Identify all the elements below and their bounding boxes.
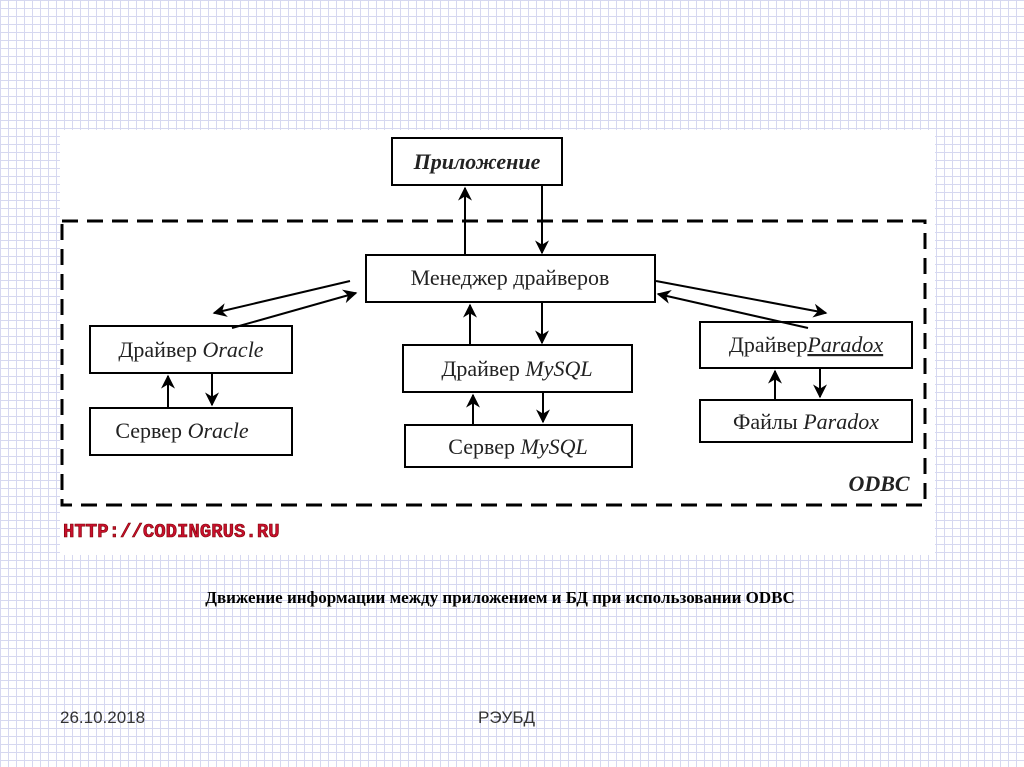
oracle-server-label: Сервер Oracle xyxy=(115,418,249,443)
application-label: Приложение xyxy=(413,149,541,174)
footer-date: 26.10.2018 xyxy=(60,708,146,727)
watermark: HTTP://CODINGRUS.RU xyxy=(63,521,280,543)
arrows xyxy=(161,185,828,425)
driver-manager-box xyxy=(365,254,656,303)
odbc-label: ODBC xyxy=(848,471,909,496)
arrow-left xyxy=(212,280,351,317)
arrow-right xyxy=(231,289,358,329)
application-box xyxy=(391,137,563,186)
arrow-right xyxy=(655,280,828,318)
mysql-driver-label: Драйвер MySQL xyxy=(441,356,592,381)
oracle-server-box xyxy=(89,407,293,456)
mysql-server-box xyxy=(404,424,633,468)
paradox-files-box xyxy=(699,399,913,443)
paradox-driver-label: ДрайверParadox xyxy=(729,332,884,357)
mysql-driver-box xyxy=(402,344,633,393)
driver-manager-label: Менеджер драйверов xyxy=(411,265,610,290)
oracle-driver-label: Драйвер Oracle xyxy=(118,337,263,362)
mysql-server-label: Сервер MySQL xyxy=(448,434,587,459)
slide-caption: Движение информации между приложением и … xyxy=(205,588,795,607)
odbc-boundary xyxy=(60,219,927,507)
footer-org: РЭУБД xyxy=(478,708,536,727)
oracle-driver-box xyxy=(89,325,293,374)
paradox-driver-box xyxy=(699,321,913,369)
arrow-left xyxy=(656,289,809,329)
paradox-files-label: Файлы Paradox xyxy=(733,409,879,434)
